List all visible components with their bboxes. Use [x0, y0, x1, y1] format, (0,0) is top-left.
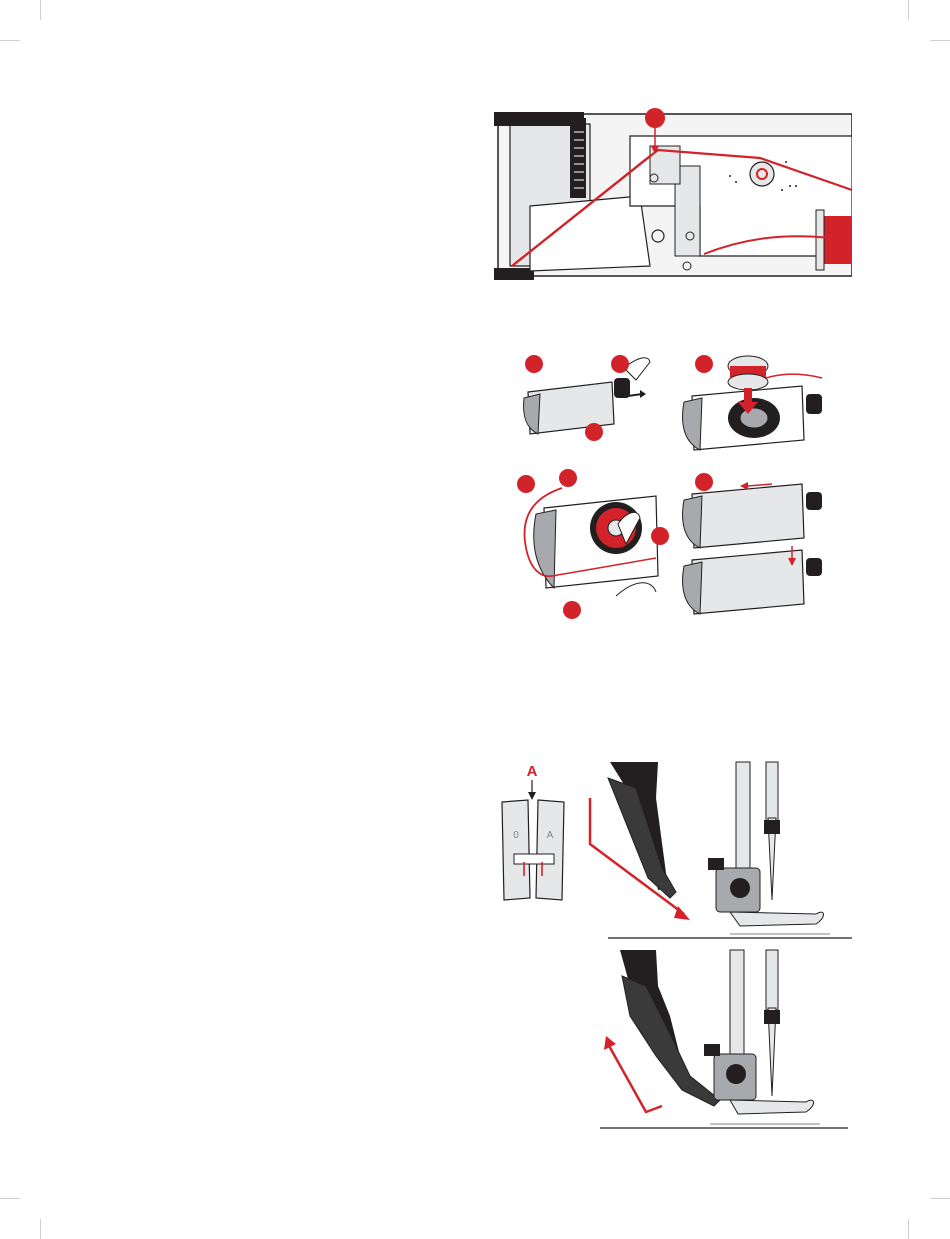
step-open-cover: [524, 355, 650, 441]
foot-label-a: A: [527, 763, 538, 780]
foot-attach-svg: [580, 758, 852, 942]
foot-release-svg: [600, 946, 852, 1132]
bobbin-threading-svg: [490, 106, 852, 282]
crop-mark-bottom-right-h: [930, 1198, 950, 1199]
step-insert-bobbin: [683, 355, 822, 450]
presser-foot-detail-illustration: A 0 A: [494, 758, 574, 908]
crop-mark-bottom-right: [908, 1219, 909, 1239]
step-thread-bobbin: [517, 469, 669, 619]
bobbin-insertion-steps-illustration: [516, 348, 830, 620]
foot-marking-left: 0: [513, 830, 519, 841]
presser-foot-release-illustration: [600, 946, 852, 1132]
crop-mark-top-right-h: [930, 40, 950, 41]
crop-mark-bottom-left: [40, 1219, 41, 1239]
presser-foot-svg: A 0 A: [494, 758, 574, 908]
presser-foot-attach-illustration: [580, 758, 852, 942]
step-close-cover: [683, 473, 822, 614]
bobbin-threading-illustration: [490, 106, 852, 282]
crop-mark-top-left: [40, 0, 41, 20]
foot-marking-right: A: [547, 830, 554, 841]
crop-mark-top-right: [908, 0, 909, 20]
bobbin-steps-svg: [516, 348, 830, 620]
crop-mark-top-left-h: [0, 40, 20, 41]
crop-mark-bottom-left-h: [0, 1198, 20, 1199]
